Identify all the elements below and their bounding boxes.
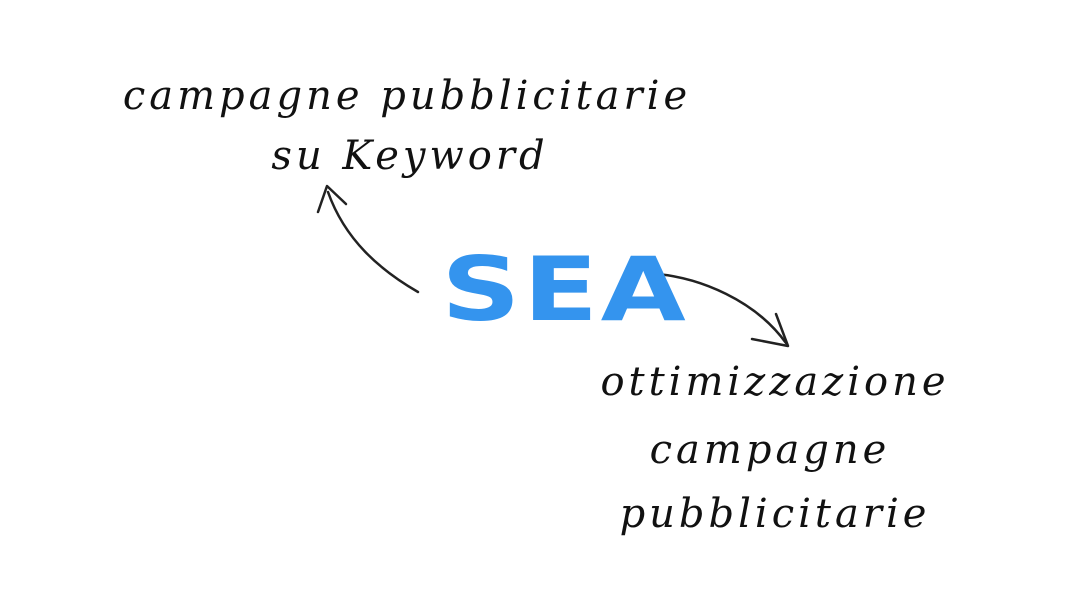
bottom-label-line-1: ottimizzazione: [600, 359, 950, 405]
arrow-to-top-label: [326, 190, 420, 294]
arrowhead-bottom: [750, 312, 790, 348]
sea-logo: SEA: [441, 238, 689, 341]
top-label-line-2: su Keyword: [271, 133, 549, 179]
arrowhead-top: [316, 184, 348, 214]
arrow-to-bottom-label: [655, 272, 788, 345]
bottom-label-line-3: pubblicitarie: [619, 491, 931, 537]
top-label-line-1: campagne pubblicitarie: [122, 73, 692, 119]
bottom-label-line-2: campagne: [649, 427, 891, 473]
